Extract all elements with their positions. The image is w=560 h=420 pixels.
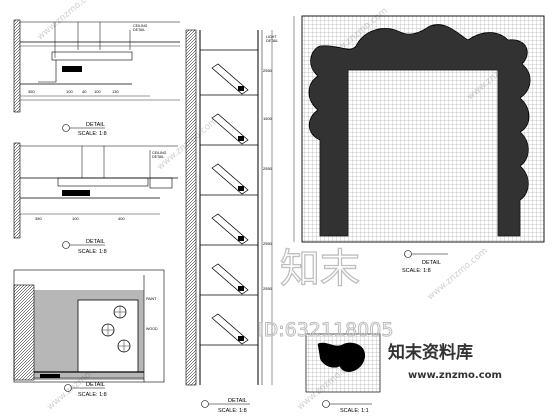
svg-text:ID:632118005: ID:632118005: [258, 319, 393, 341]
dimension-label: 100: [94, 89, 101, 94]
ornate-arch-frame: [308, 24, 531, 237]
detail-panel-6: SCALE: 1:1: [305, 333, 381, 414]
detail-title: DETAIL: [228, 398, 247, 404]
dimension-label: 400: [118, 216, 125, 221]
dimension-label: 2550: [263, 241, 273, 246]
svg-text:DETAIL: DETAIL: [133, 28, 145, 32]
detail-title: DETAIL: [86, 239, 105, 245]
svg-text:PAINT: PAINT: [146, 297, 157, 301]
detail-bubble: [201, 400, 209, 408]
scale-label: SCALE: 1:8: [78, 249, 107, 255]
detail-title: DETAIL: [86, 122, 105, 128]
detail-bubble: [64, 384, 72, 392]
svg-text:www.znzmo.com: www.znzmo.com: [36, 0, 100, 42]
svg-text:www.znzmo.com: www.znzmo.com: [408, 370, 502, 381]
dimension-label: 1500: [263, 116, 273, 121]
scale-label: SCALE: 1:8: [218, 408, 247, 414]
detail-bubble: [62, 124, 70, 132]
dimension-label: 350: [35, 216, 42, 221]
detail-panel-5: DETAIL SCALE: 1:8: [293, 15, 545, 274]
svg-text:www.znzmo.com: www.znzmo.com: [426, 246, 490, 302]
detail-panel-2: CEILING DETAIL 350 100 400 DETAIL SCALE:…: [13, 142, 178, 255]
svg-text:知末: 知末: [280, 246, 360, 292]
svg-text:CEILING: CEILING: [133, 24, 148, 28]
watermark-id: ID:632118005: [258, 319, 394, 342]
detail-bubble: [404, 250, 412, 258]
dimension-label: 2550: [263, 286, 273, 291]
dimension-label: 2550: [263, 68, 273, 73]
svg-text:DETAIL: DETAIL: [266, 39, 278, 43]
dimension-label: 100: [66, 89, 73, 94]
brand-watermark: 知末资料库 www.znzmo.com: [384, 337, 502, 381]
dimension-label: 2550: [263, 166, 273, 171]
detail-panel-1: CEILING DETAIL 350 100 40 100 130 DETAIL…: [13, 19, 180, 137]
scale-label: SCALE: 1:8: [78, 392, 107, 398]
watermark-logo: 知末: [279, 245, 360, 292]
dimension-label: 350: [28, 89, 35, 94]
scale-label: SCALE: 1:8: [402, 268, 431, 274]
detail-panel-3: PAINT WOOD DETAIL SCALE: 1:8: [13, 269, 165, 398]
scale-label: SCALE: 1:1: [340, 408, 369, 414]
scale-label: SCALE: 1:8: [78, 131, 107, 137]
dimension-label: 40: [82, 89, 87, 94]
svg-text:CEILING: CEILING: [152, 151, 167, 155]
dimension-label: 130: [112, 89, 119, 94]
detail-bubble: [322, 400, 330, 408]
svg-text:WOOD: WOOD: [146, 327, 158, 331]
svg-text:DETAIL: DETAIL: [152, 155, 164, 159]
detail-bubble: [62, 241, 70, 249]
detail-title: DETAIL: [422, 260, 441, 266]
svg-text:知末资料库: 知末资料库: [387, 342, 473, 363]
detail-panel-4: LIGHT DETAIL 2550 1500 2550 2550 2550 DE…: [185, 29, 278, 414]
dimension-label: 100: [72, 216, 79, 221]
svg-text:LIGHT: LIGHT: [266, 35, 277, 39]
detail-title: DETAIL: [86, 382, 105, 388]
